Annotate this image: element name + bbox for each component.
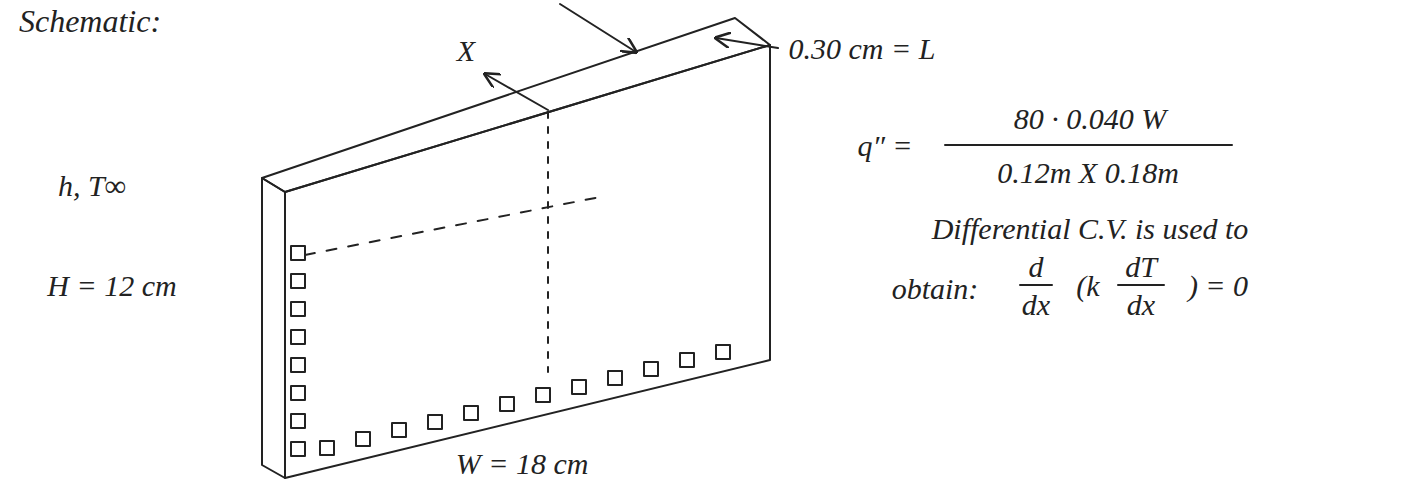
fraction-bar xyxy=(1118,284,1164,286)
plate-side-face xyxy=(262,178,285,478)
annotation: H = 12 cm xyxy=(47,269,176,302)
pointer-arrow xyxy=(560,4,636,52)
dashed-guide xyxy=(305,197,600,255)
fraction-bar xyxy=(1020,284,1052,286)
annotation: ) = 0 xyxy=(1188,269,1248,302)
heat-source-row xyxy=(320,345,730,455)
leader-line xyxy=(716,38,778,48)
annotation: 80 · 0.040 W xyxy=(1014,102,1167,135)
axis-arrow xyxy=(485,74,548,110)
annotation: W = 18 cm xyxy=(456,447,589,480)
annotation: h, T∞ xyxy=(58,169,126,202)
annotation: (k xyxy=(1076,269,1099,302)
dashed-guide xyxy=(547,112,549,372)
annotation: dx xyxy=(1127,288,1155,321)
annotation: 0.12m X 0.18m xyxy=(997,156,1179,189)
annotation: obtain: xyxy=(892,272,979,305)
annotation: d xyxy=(1029,250,1044,283)
annotation: dx xyxy=(1022,288,1050,321)
fraction-bar xyxy=(945,144,1232,146)
annotation: q″ = xyxy=(857,129,912,162)
annotation: Differential C.V. is used to xyxy=(932,212,1249,245)
annotation: dT xyxy=(1125,250,1157,283)
plate-front-face xyxy=(285,45,770,478)
heading: Schematic: xyxy=(19,4,161,39)
annotation: 0.30 cm = L xyxy=(789,32,936,65)
plate-top-face xyxy=(262,18,770,192)
heat-source-column xyxy=(291,246,305,456)
annotation: X xyxy=(457,34,475,67)
